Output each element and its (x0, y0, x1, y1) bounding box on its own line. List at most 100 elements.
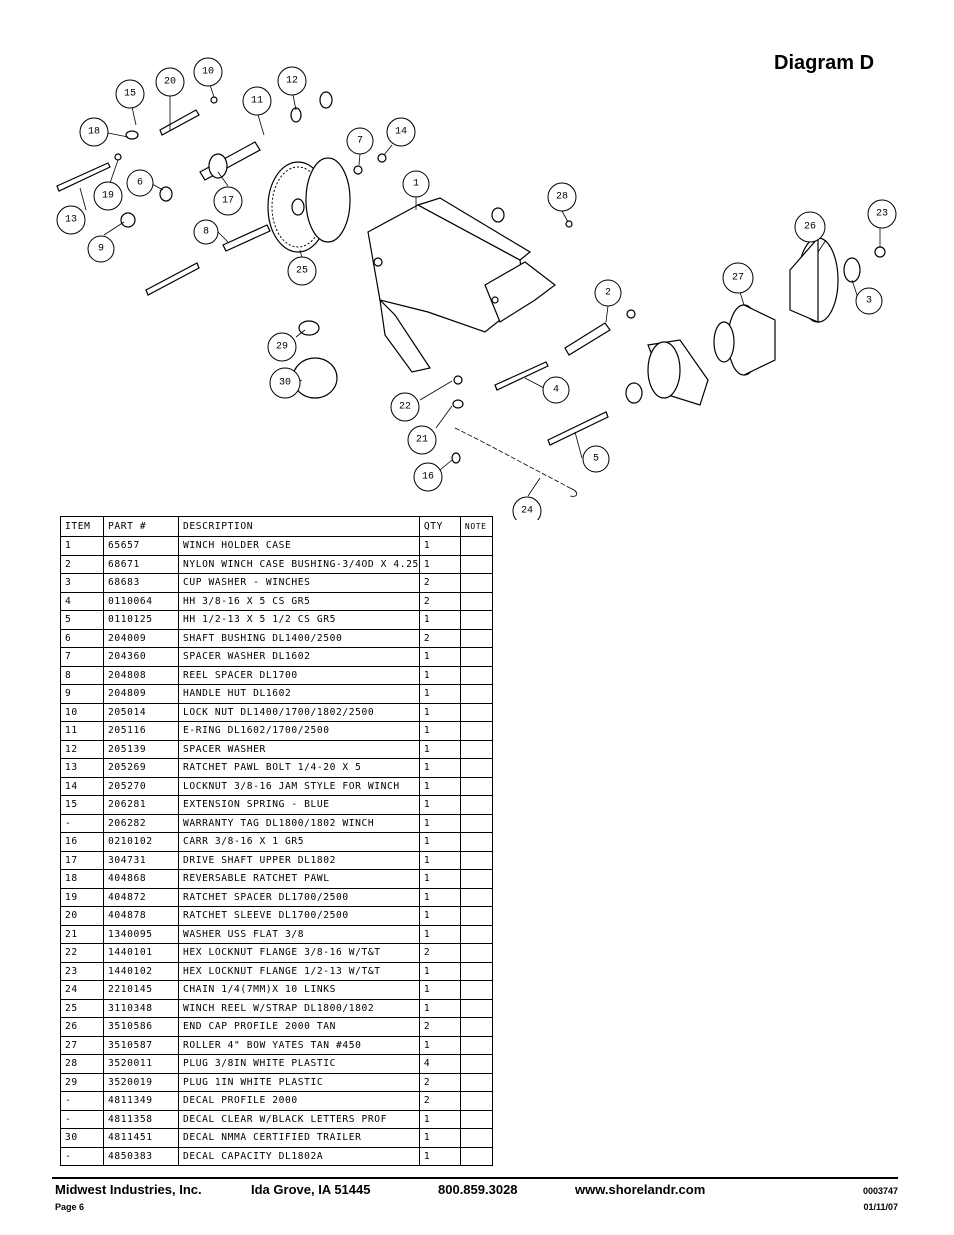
callout-8: 8 (193, 219, 219, 245)
cell-part-number: 4850383 (103, 1146, 179, 1166)
cell-note (459, 998, 493, 1018)
cell-qty: 1 (418, 739, 461, 759)
callout-27: 27 (722, 262, 754, 294)
cell-qty: 1 (418, 1146, 461, 1166)
cell-item: 24 (60, 980, 104, 1000)
winch-holder-case-drawing (367, 197, 556, 373)
cell-qty: 1 (418, 610, 461, 630)
cell-part-number: 205014 (103, 702, 179, 722)
cell-item: 21 (60, 924, 104, 944)
cell-note (459, 554, 493, 574)
cell-part-number: 205116 (103, 721, 179, 741)
callout-6: 6 (126, 169, 154, 197)
cell-note (459, 887, 493, 907)
cell-note (459, 628, 493, 648)
cell-note (459, 813, 493, 833)
cell-description: LOCKNUT 3/8-16 JAM STYLE FOR WINCH (178, 776, 420, 796)
cell-description: RATCHET SLEEVE DL1700/2500 (178, 906, 420, 926)
cell-description: DECAL NMMA CERTIFIED TRAILER (178, 1128, 420, 1148)
cell-item: 16 (60, 832, 104, 852)
callout-2: 2 (594, 279, 622, 307)
cell-part-number: 204808 (103, 665, 179, 685)
callout-14: 14 (386, 117, 416, 147)
callout-30: 30 (269, 367, 301, 399)
callout-20: 20 (155, 67, 185, 97)
cell-description: DECAL PROFILE 2000 (178, 1091, 420, 1111)
cell-item: 17 (60, 850, 104, 870)
footer-page-number: Page 6 (55, 1202, 85, 1212)
cell-qty: 4 (418, 1054, 461, 1074)
cell-note (459, 591, 493, 611)
svg-text:25: 25 (296, 266, 308, 277)
cell-part-number: 204009 (103, 628, 179, 648)
cell-part-number: 404872 (103, 887, 179, 907)
cell-note (459, 665, 493, 685)
cell-item: 7 (60, 647, 104, 667)
callout-26: 26 (794, 211, 826, 243)
cell-qty: 1 (418, 869, 461, 889)
cell-note (459, 850, 493, 870)
cell-item: 3 (60, 573, 104, 593)
cell-qty: 1 (418, 906, 461, 926)
callout-10: 10 (193, 57, 223, 87)
cell-qty: 1 (418, 924, 461, 944)
cell-note (459, 980, 493, 1000)
cell-item: 23 (60, 961, 104, 981)
callout-24: 24 (512, 496, 542, 520)
cell-part-number: 3110348 (103, 998, 179, 1018)
leader-lines (79, 84, 881, 497)
cell-item: 8 (60, 665, 104, 685)
header-note: NOTE (459, 516, 493, 537)
cell-description: HANDLE HUT DL1602 (178, 684, 420, 704)
cell-description: DECAL CLEAR W/BLACK LETTERS PROF (178, 1109, 420, 1129)
cell-part-number: 0110125 (103, 610, 179, 630)
svg-text:8: 8 (203, 227, 209, 238)
cell-note (459, 1146, 493, 1166)
callout-bubbles: 15 20 10 11 12 18 7 14 6 19 1 28 17 13 8… (56, 57, 897, 520)
svg-text:2: 2 (605, 288, 611, 299)
cell-part-number: 3520011 (103, 1054, 179, 1074)
callout-29: 29 (267, 332, 297, 362)
cell-note (459, 1054, 493, 1074)
cell-description: WASHER USS FLAT 3/8 (178, 924, 420, 944)
cell-note (459, 795, 493, 815)
cell-description: END CAP PROFILE 2000 TAN (178, 1017, 420, 1037)
cell-note (459, 1109, 493, 1129)
cell-qty: 1 (418, 998, 461, 1018)
callout-17: 17 (213, 186, 243, 216)
cell-note (459, 573, 493, 593)
svg-text:15: 15 (124, 89, 136, 100)
callout-7: 7 (346, 127, 374, 155)
svg-text:28: 28 (556, 192, 568, 203)
cell-qty: 2 (418, 1017, 461, 1037)
cell-qty: 1 (418, 961, 461, 981)
header-part-number: PART # (103, 516, 179, 537)
callout-16: 16 (413, 462, 443, 492)
cell-item: 1 (60, 536, 104, 556)
cell-note (459, 1017, 493, 1037)
cell-qty: 1 (418, 647, 461, 667)
cell-qty: 1 (418, 1128, 461, 1148)
cell-description: HEX LOCKNUT FLANGE 3/8-16 W/T&T (178, 943, 420, 963)
cell-item: 15 (60, 795, 104, 815)
cell-qty: 1 (418, 795, 461, 815)
svg-text:29: 29 (276, 342, 288, 353)
svg-text:19: 19 (102, 191, 114, 202)
svg-text:18: 18 (88, 127, 100, 138)
header-item: ITEM (60, 516, 104, 537)
cell-qty: 2 (418, 1091, 461, 1111)
